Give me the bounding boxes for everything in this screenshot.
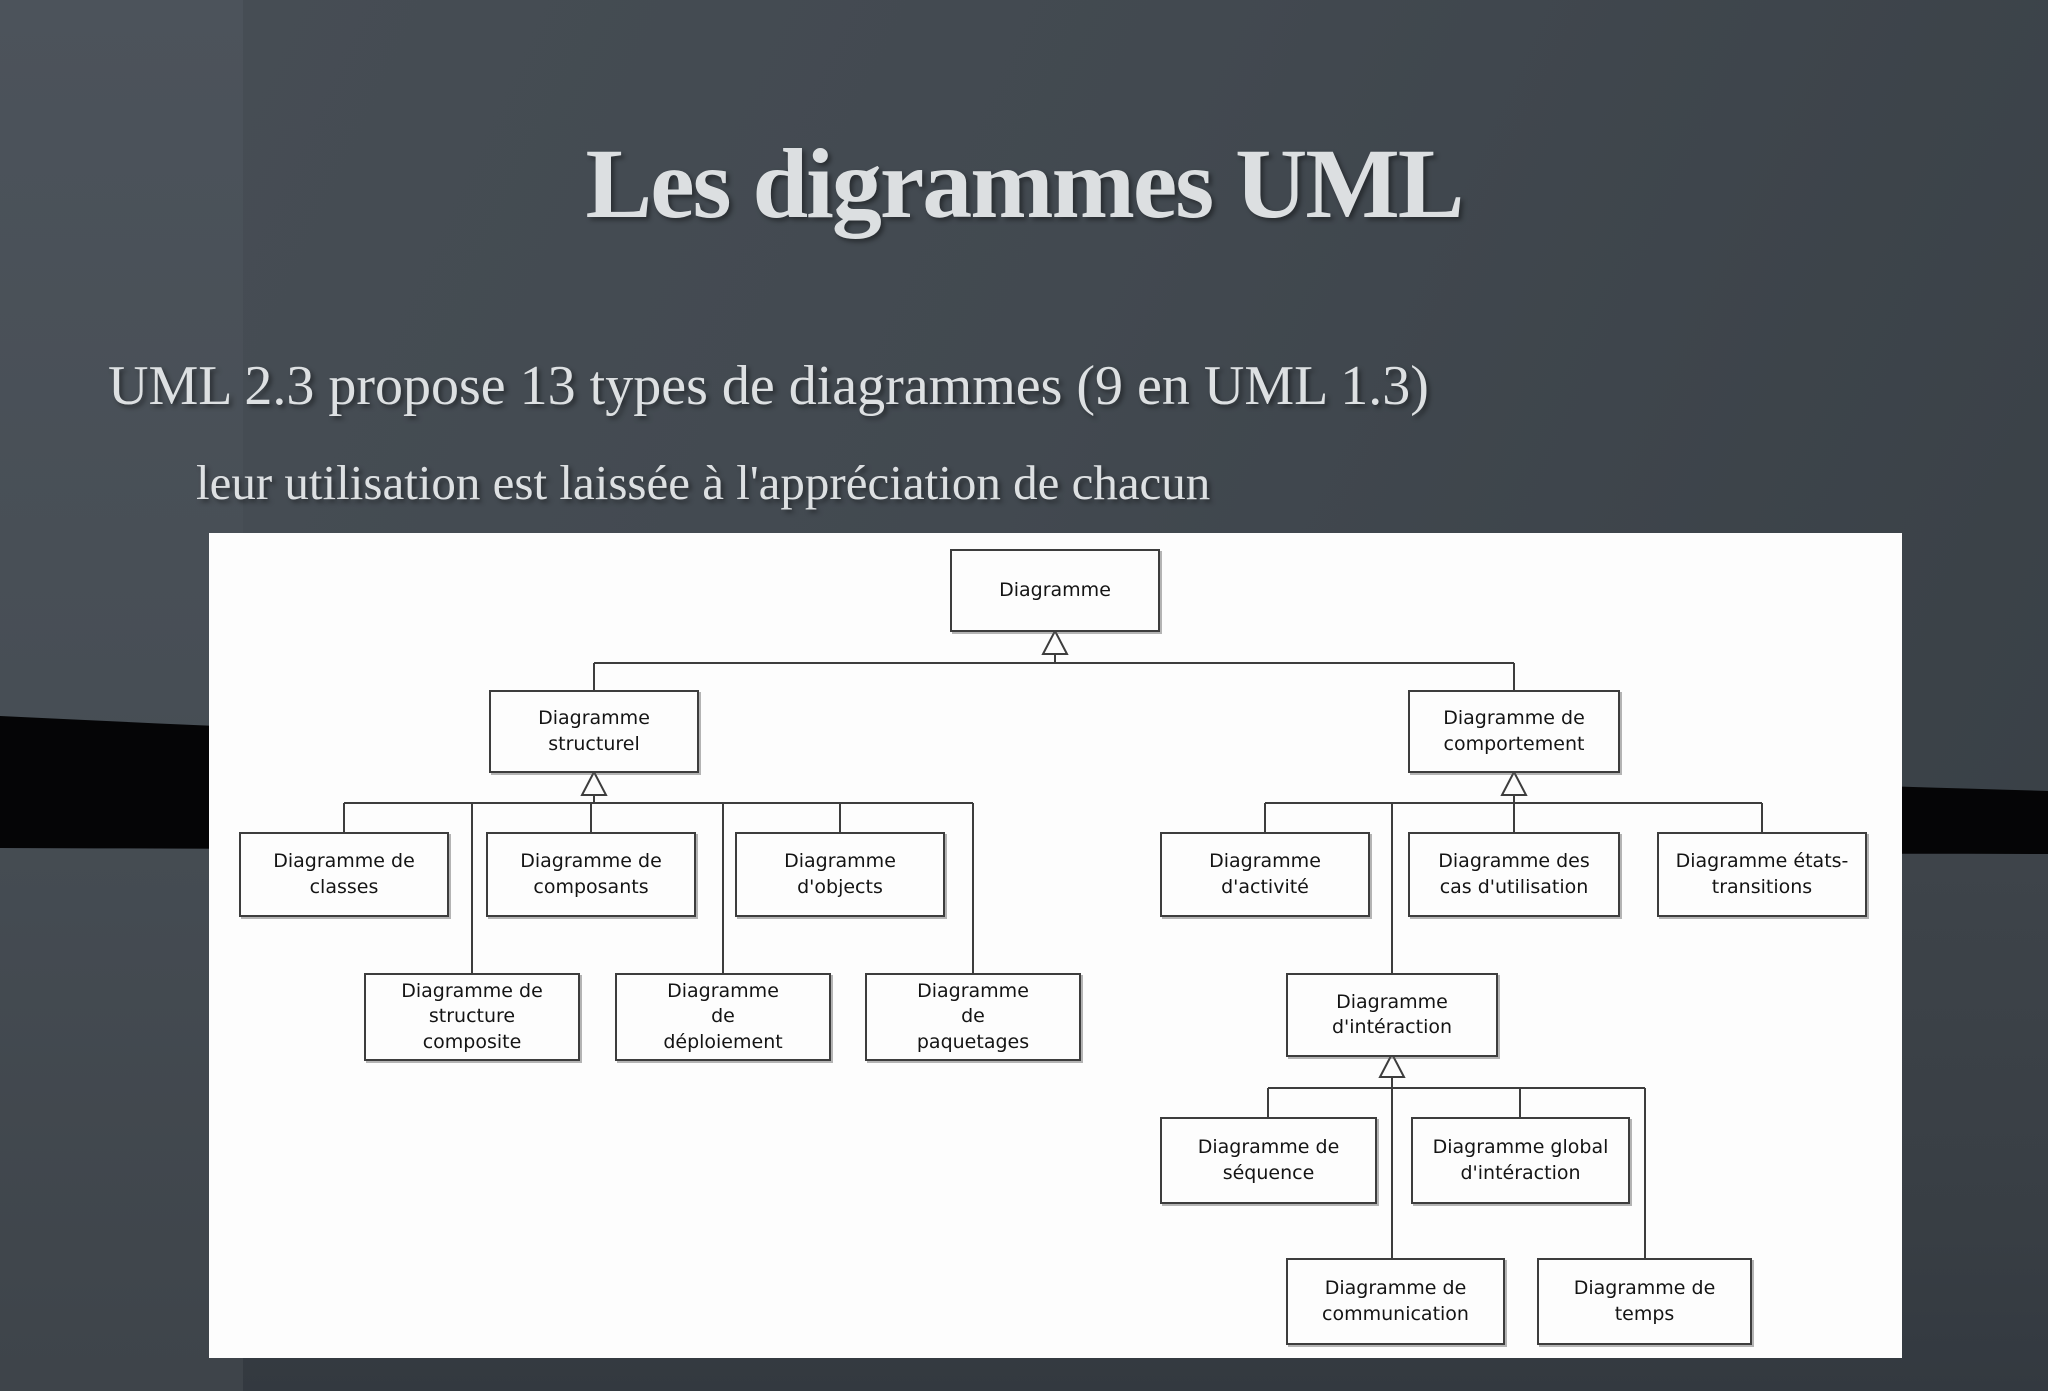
body-text-line2: leur utilisation est laissée à l'appréci… bbox=[196, 455, 1211, 510]
background-left-band bbox=[0, 0, 243, 1391]
node-diagramme-d-interaction: Diagramme d'intéraction bbox=[1286, 973, 1498, 1057]
diagram-panel: Diagramme Diagramme structurel Diagramme… bbox=[209, 533, 1902, 1358]
node-diagramme-d-activite: Diagramme d'activité bbox=[1160, 832, 1370, 917]
node-diagramme-de-comportement: Diagramme de comportement bbox=[1408, 690, 1620, 773]
slide-title: Les digrammes UML bbox=[585, 128, 1465, 239]
node-diagramme: Diagramme bbox=[950, 549, 1160, 632]
node-diagramme-de-structure-composite: Diagramme de structure composite bbox=[364, 973, 580, 1061]
node-diagramme-des-cas-d-utilisation: Diagramme des cas d'utilisation bbox=[1408, 832, 1620, 917]
node-diagramme-de-paquetages: Diagramme de paquetages bbox=[865, 973, 1081, 1061]
node-diagramme-de-sequence: Diagramme de séquence bbox=[1160, 1117, 1377, 1204]
node-diagramme-global-d-interaction: Diagramme global d'intéraction bbox=[1411, 1117, 1630, 1204]
connector-lines bbox=[343, 628, 1763, 1259]
generalization-triangle-icon bbox=[1041, 628, 1069, 655]
node-diagramme-de-temps: Diagramme de temps bbox=[1537, 1258, 1752, 1345]
node-diagramme-etats-transitions: Diagramme états- transitions bbox=[1657, 832, 1867, 917]
node-diagramme-de-composants: Diagramme de composants bbox=[486, 832, 696, 917]
generalization-triangle-icon bbox=[1378, 1051, 1406, 1078]
generalization-triangle-icon bbox=[1500, 769, 1528, 796]
node-diagramme-de-classes: Diagramme de classes bbox=[239, 832, 449, 917]
node-diagramme-de-communication: Diagramme de communication bbox=[1286, 1258, 1505, 1345]
node-diagramme-structurel: Diagramme structurel bbox=[489, 690, 699, 773]
node-diagramme-d-objects: Diagramme d'objects bbox=[735, 832, 945, 917]
body-text-line1: UML 2.3 propose 13 types de diagrammes (… bbox=[108, 355, 1429, 417]
generalization-triangle-icon bbox=[580, 769, 608, 796]
node-diagramme-de-deploiement: Diagramme de déploiement bbox=[615, 973, 831, 1061]
